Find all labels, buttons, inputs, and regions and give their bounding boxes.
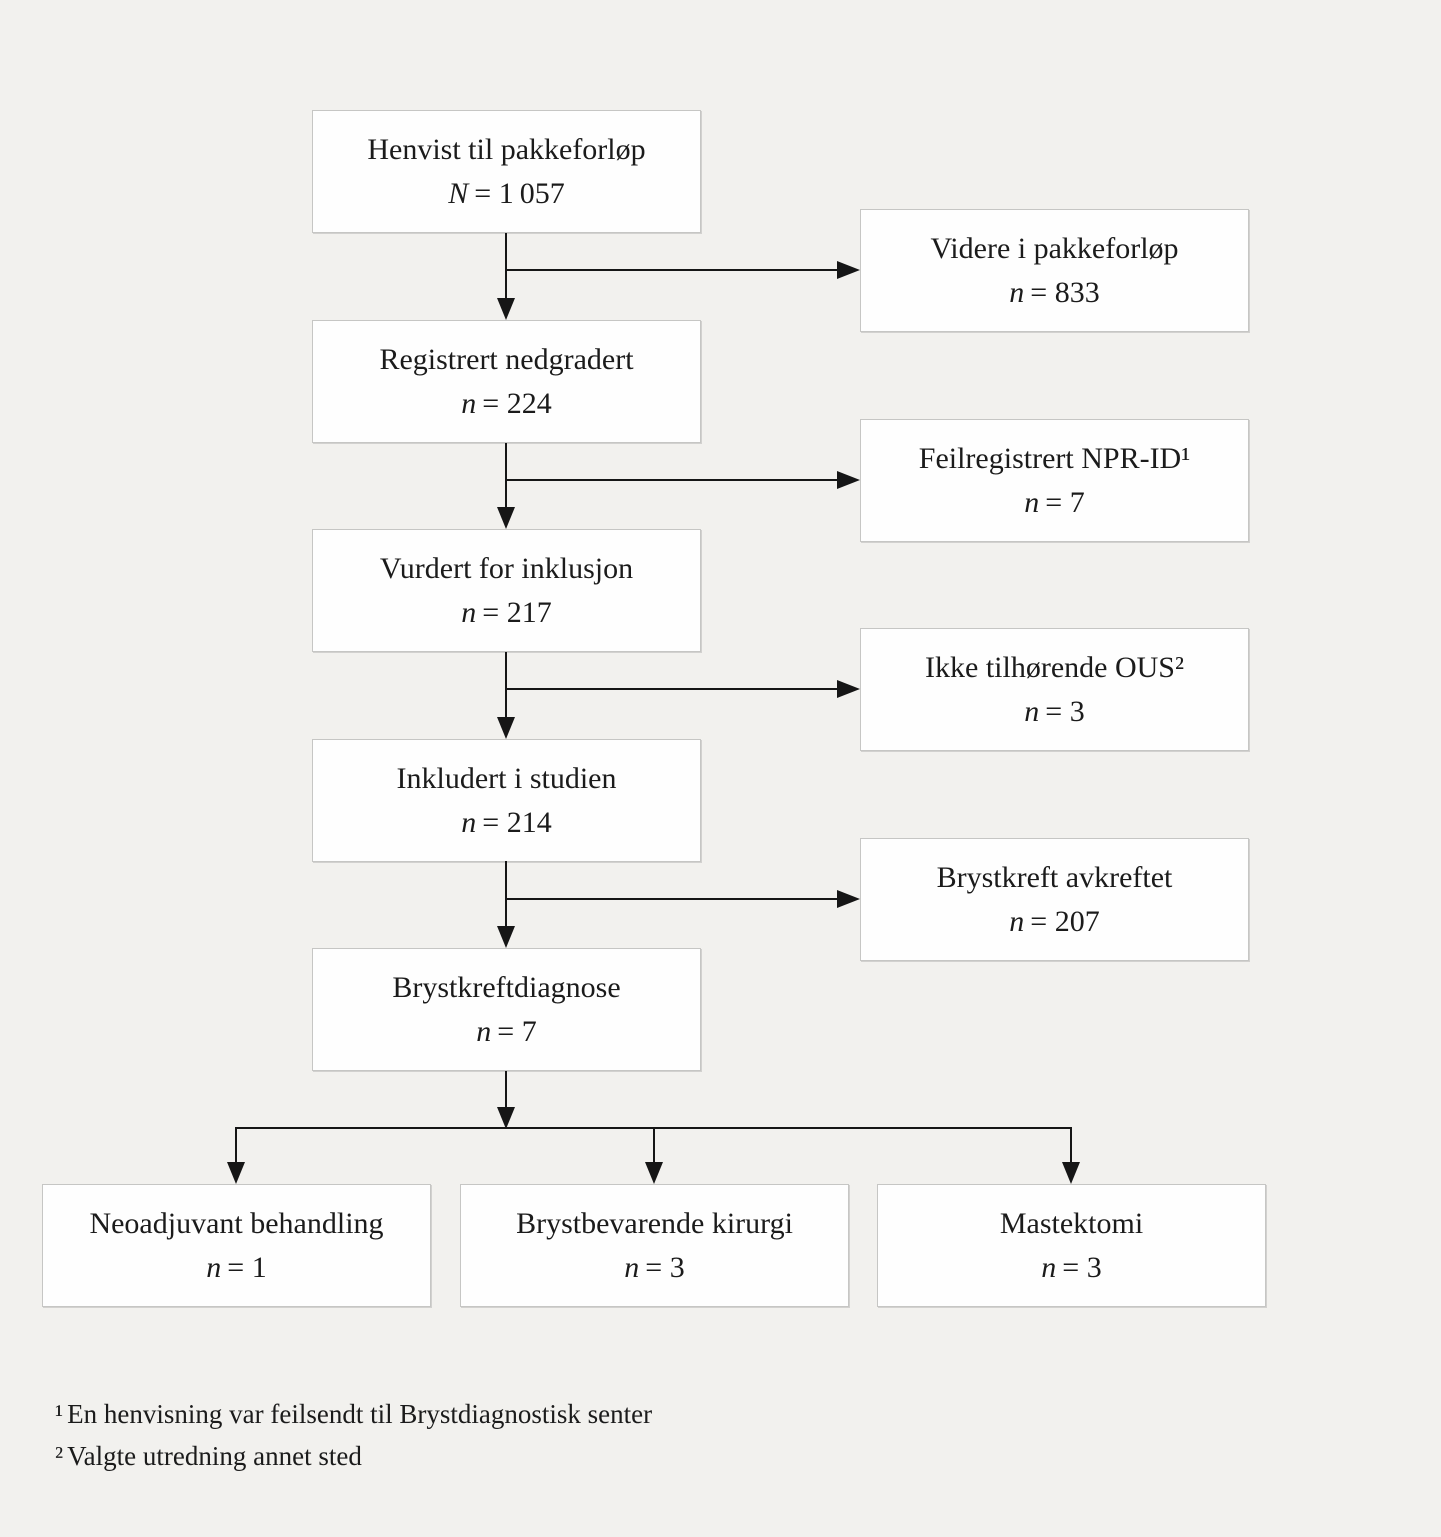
flow-box-vurdert-for-inklusjon: Vurdert for inklusjon n= 217 <box>312 529 701 652</box>
count-variable: n <box>476 1015 492 1048</box>
arrow-down-icon <box>497 926 515 948</box>
count-value: = 1 <box>227 1251 267 1284</box>
count-value: = 214 <box>482 806 552 839</box>
flow-box-brystkreftdiagnose: Brystkreftdiagnose n= 7 <box>312 948 701 1071</box>
arrow-right-icon <box>837 471 860 489</box>
box-label: Henvist til pakkeforløp <box>367 133 646 166</box>
connector-vertical-3 <box>505 652 507 718</box>
count-value: = 833 <box>1030 276 1100 309</box>
connector-branch-3 <box>506 688 837 690</box>
box-label: Brystbevarende kirurgi <box>516 1207 793 1240</box>
box-count: n= 217 <box>461 596 551 629</box>
box-count: N= 1 057 <box>448 177 564 210</box>
flow-box-neoadjuvant-behandling: Neoadjuvant behandling n= 1 <box>42 1184 431 1307</box>
arrow-down-icon <box>497 1107 515 1129</box>
box-count: n= 3 <box>1041 1251 1101 1284</box>
box-count: n= 224 <box>461 387 551 420</box>
box-count: n= 1 <box>206 1251 266 1284</box>
box-label: Ikke tilhørende OUS² <box>925 651 1184 684</box>
flow-box-videre-i-pakkeforlop: Videre i pakkeforløp n= 833 <box>860 209 1249 332</box>
count-value: = 3 <box>645 1251 685 1284</box>
connector-vertical-5 <box>505 1071 507 1108</box>
flow-box-brystbevarende-kirurgi: Brystbevarende kirurgi n= 3 <box>460 1184 849 1307</box>
box-count: n= 3 <box>624 1251 684 1284</box>
count-variable: n <box>1009 905 1025 938</box>
count-variable: n <box>461 596 477 629</box>
arrow-down-icon <box>497 507 515 529</box>
count-variable: n <box>461 806 477 839</box>
connector-branch-4 <box>506 898 837 900</box>
footnote-marker: ¹ <box>55 1399 64 1429</box>
box-count: n= 214 <box>461 806 551 839</box>
count-value: = 217 <box>482 596 552 629</box>
count-value: = 7 <box>1045 486 1085 519</box>
arrow-down-icon <box>497 717 515 739</box>
box-label: Videre i pakkeforløp <box>930 232 1179 265</box>
arrow-right-icon <box>837 680 860 698</box>
flow-box-henvist-til-pakkeforlop: Henvist til pakkeforløp N= 1 057 <box>312 110 701 233</box>
arrow-down-icon <box>227 1162 245 1184</box>
count-value: = 7 <box>497 1015 537 1048</box>
connector-branch-1 <box>506 269 837 271</box>
footnote-marker: ² <box>55 1441 64 1471</box>
box-label: Brystkreft avkreftet <box>936 861 1173 894</box>
arrow-down-icon <box>1062 1162 1080 1184</box>
connector-drop-middle <box>653 1128 655 1164</box>
flow-box-ikke-tilhorende-ous: Ikke tilhørende OUS² n= 3 <box>860 628 1249 751</box>
box-count: n= 207 <box>1009 905 1099 938</box>
flow-box-mastektomi: Mastektomi n= 3 <box>877 1184 1266 1307</box>
box-label: Feilregistrert NPR-ID¹ <box>918 442 1191 475</box>
connector-drop-right <box>1070 1128 1072 1164</box>
box-label: Neoadjuvant behandling <box>89 1207 384 1240</box>
arrow-right-icon <box>837 890 860 908</box>
connector-branch-2 <box>506 479 837 481</box>
footnote-text: En henvisning var feilsendt til Brystdia… <box>67 1399 653 1429</box>
flow-box-registrert-nedgradert: Registrert nedgradert n= 224 <box>312 320 701 443</box>
flow-box-brystkreft-avkreftet: Brystkreft avkreftet n= 207 <box>860 838 1249 961</box>
box-label: Mastektomi <box>999 1207 1144 1240</box>
flow-box-inkludert-i-studien: Inkludert i studien n= 214 <box>312 739 701 862</box>
count-variable: n <box>624 1251 640 1284</box>
box-label: Registrert nedgradert <box>379 343 634 376</box>
count-variable: n <box>461 387 477 420</box>
arrow-right-icon <box>837 261 860 279</box>
count-value: = 3 <box>1062 1251 1102 1284</box>
flow-box-feilregistrert-npr-id: Feilregistrert NPR-ID¹ n= 7 <box>860 419 1249 542</box>
count-value: = 207 <box>1030 905 1100 938</box>
arrow-down-icon <box>497 298 515 320</box>
count-variable: n <box>1041 1251 1057 1284</box>
count-value: = 3 <box>1045 695 1085 728</box>
count-variable: n <box>1024 695 1040 728</box>
box-count: n= 7 <box>476 1015 536 1048</box>
count-value: = 1 057 <box>474 177 565 210</box>
box-label: Inkludert i studien <box>396 762 617 795</box>
connector-vertical-1 <box>505 233 507 299</box>
box-count: n= 3 <box>1024 695 1084 728</box>
box-count: n= 7 <box>1024 486 1084 519</box>
connector-drop-left <box>235 1128 237 1164</box>
connector-vertical-2 <box>505 443 507 508</box>
box-label: Brystkreftdiagnose <box>392 971 621 1004</box>
box-label: Vurdert for inklusjon <box>379 552 634 585</box>
connector-vertical-4 <box>505 861 507 927</box>
box-count: n= 833 <box>1009 276 1099 309</box>
count-variable: n <box>206 1251 222 1284</box>
count-variable: n <box>1024 486 1040 519</box>
count-variable: N <box>448 177 469 210</box>
count-variable: n <box>1009 276 1025 309</box>
footnote-text: Valgte utredning annet sted <box>67 1441 362 1471</box>
arrow-down-icon <box>645 1162 663 1184</box>
count-value: = 224 <box>482 387 552 420</box>
